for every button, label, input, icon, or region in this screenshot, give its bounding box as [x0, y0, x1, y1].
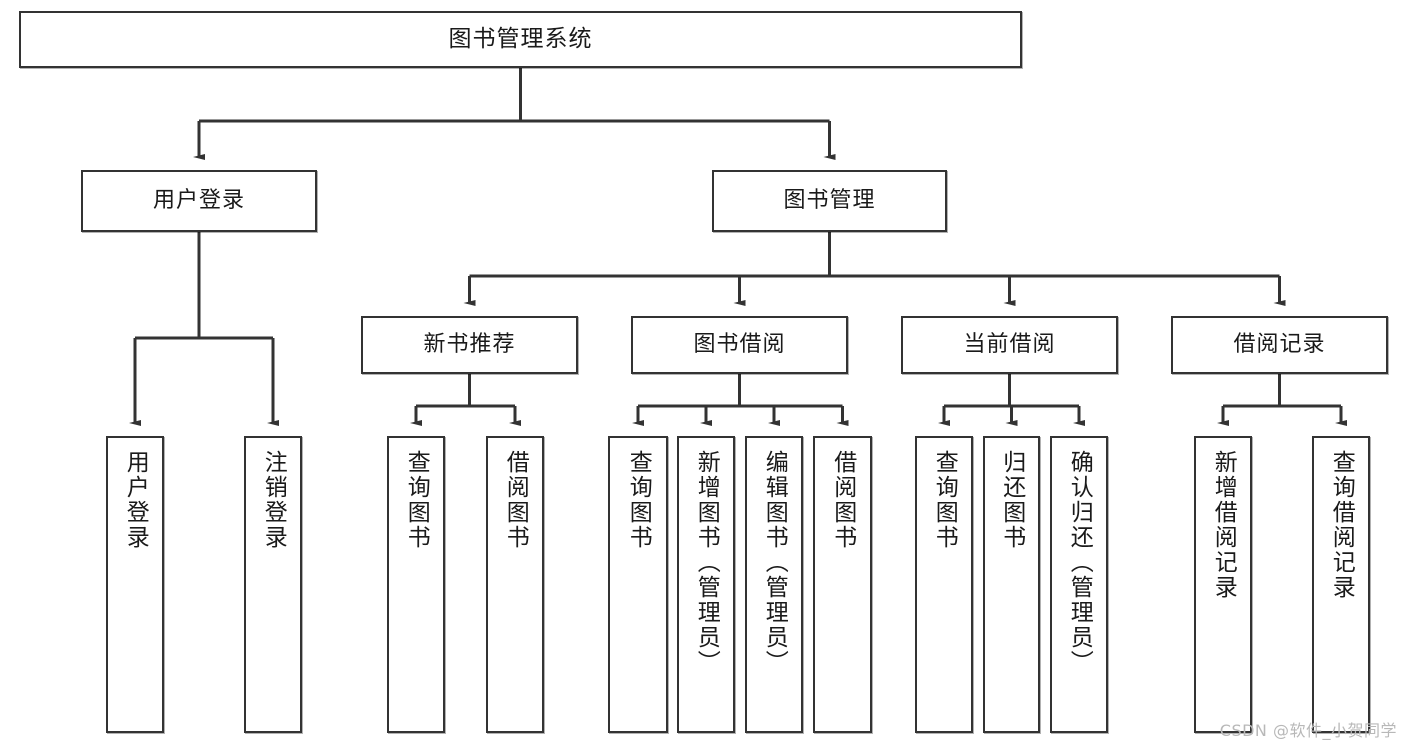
- node-label: 借阅图书: [829, 450, 856, 550]
- node-leaf-query-book-current[interactable]: 查询图书: [915, 436, 973, 733]
- node-leaf-edit-book-admin[interactable]: 编辑图书（管理员）: [745, 436, 803, 733]
- node-label: 确认归还（管理员）: [1066, 450, 1093, 675]
- node-label: 用户登录: [122, 450, 149, 550]
- node-label: 查询图书: [625, 450, 652, 550]
- node-label: 归还图书: [998, 450, 1025, 550]
- node-leaf-return-book[interactable]: 归还图书: [983, 436, 1040, 733]
- node-leaf-add-book-admin[interactable]: 新增图书（管理员）: [677, 436, 735, 733]
- node-label: 新增图书（管理员）: [693, 450, 720, 675]
- node-leaf-borrow-book[interactable]: 借阅图书: [813, 436, 872, 733]
- node-new-book-recommendation[interactable]: 新书推荐: [361, 316, 578, 374]
- node-label: 图书借阅: [693, 332, 786, 358]
- node-leaf-query-borrow-record[interactable]: 查询借阅记录: [1312, 436, 1370, 733]
- node-label: 查询图书: [403, 450, 430, 550]
- node-borrowing-records[interactable]: 借阅记录: [1171, 316, 1388, 374]
- node-leaf-confirm-return-admin[interactable]: 确认归还（管理员）: [1050, 436, 1108, 733]
- node-book-borrowing[interactable]: 图书借阅: [631, 316, 848, 374]
- node-current-borrowing[interactable]: 当前借阅: [901, 316, 1118, 374]
- node-label: 借阅图书: [502, 450, 529, 550]
- node-label: 图书管理: [783, 188, 876, 214]
- node-label: 查询图书: [931, 450, 958, 550]
- node-root-system[interactable]: 图书管理系统: [19, 11, 1022, 68]
- node-label: 借阅记录: [1233, 332, 1326, 358]
- node-leaf-borrow-book-new[interactable]: 借阅图书: [486, 436, 544, 733]
- node-label: 编辑图书（管理员）: [761, 450, 788, 675]
- node-book-management[interactable]: 图书管理: [712, 170, 947, 232]
- node-label: 新书推荐: [423, 332, 516, 358]
- node-leaf-query-book-new[interactable]: 查询图书: [387, 436, 445, 733]
- node-label: 当前借阅: [963, 332, 1056, 358]
- node-label: 用户登录: [152, 188, 245, 214]
- node-user-login[interactable]: 用户登录: [81, 170, 317, 232]
- node-leaf-logout[interactable]: 注销登录: [244, 436, 302, 733]
- node-label: 查询借阅记录: [1328, 450, 1355, 600]
- node-leaf-add-borrow-record[interactable]: 新增借阅记录: [1194, 436, 1252, 733]
- node-leaf-query-book[interactable]: 查询图书: [608, 436, 668, 733]
- node-label: 注销登录: [260, 450, 287, 550]
- watermark: CSDN @软件_小贺同学: [1219, 721, 1397, 740]
- node-label: 图书管理系统: [448, 25, 593, 52]
- node-label: 新增借阅记录: [1210, 450, 1237, 600]
- node-leaf-user-login[interactable]: 用户登录: [106, 436, 164, 733]
